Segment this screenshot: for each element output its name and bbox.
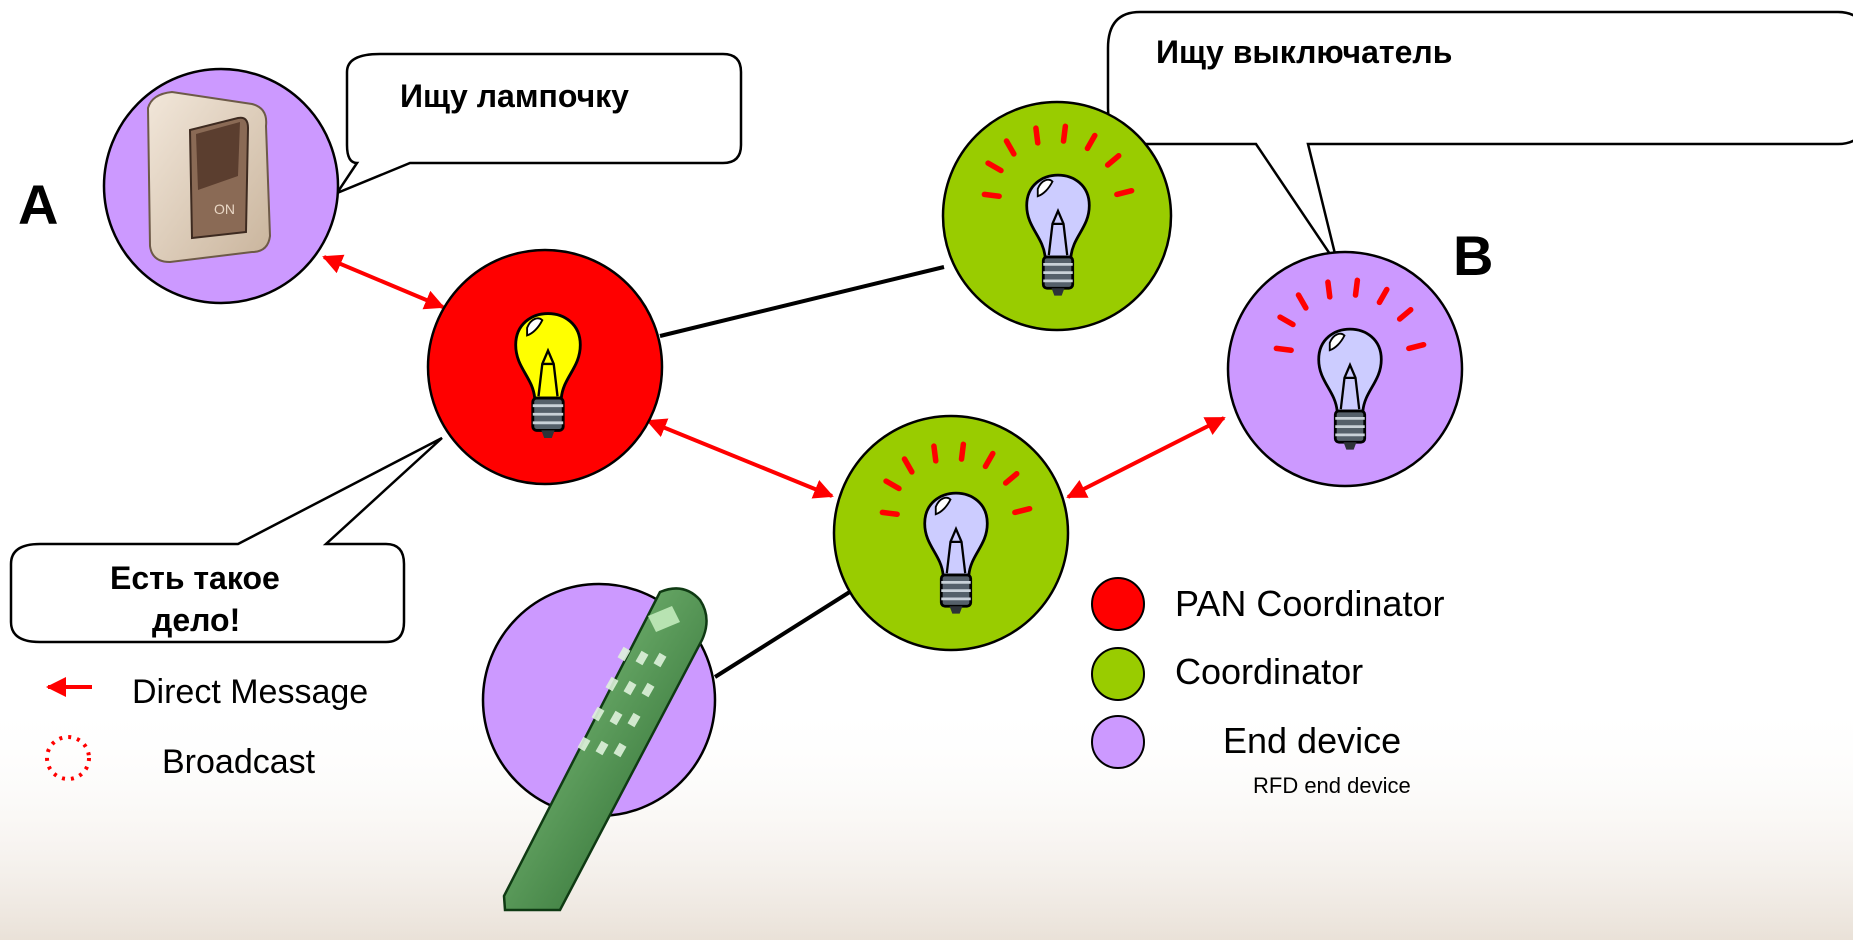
- node-coordinator-top: [941, 100, 1173, 332]
- node-end-device-b: [1226, 250, 1464, 488]
- link-pan-to-coordinator-top: [659, 265, 945, 338]
- legend-label-rfd-end-device: RFD end device: [1253, 773, 1411, 798]
- node-label-b: В: [1453, 224, 1494, 287]
- legend-swatch-pan-coordinator: [1091, 577, 1145, 631]
- direct-message-switch-pan: [322, 254, 445, 310]
- svg-text:ON: ON: [214, 201, 235, 217]
- legend-label-end-device: End device: [1223, 720, 1402, 761]
- speech-bubble-reply: [9, 436, 443, 644]
- direct-message-coordinator-enddevice: [1066, 416, 1226, 499]
- legend-label-broadcast: Broadcast: [162, 743, 316, 781]
- legend-label-pan-coordinator: PAN Coordinator: [1175, 583, 1445, 624]
- background-floor: [0, 700, 1853, 940]
- toggle-switch-icon: ON: [146, 90, 272, 264]
- node-end-device-remote: [481, 582, 717, 912]
- link-coordinator-to-remote: [713, 586, 858, 679]
- legend-label-coordinator: Coordinator: [1175, 651, 1364, 692]
- speech-bubble-looking-for-bulb: [333, 52, 743, 196]
- bubble-text-reply-line2: дело!: [152, 602, 241, 638]
- node-label-a: А: [18, 173, 59, 236]
- legend-label-direct-message: Direct Message: [132, 673, 369, 711]
- node-coordinator-bottom: [832, 414, 1070, 652]
- bubble-text-looking-for-bulb: Ищу лампочку: [400, 78, 629, 114]
- legend-swatch-coordinator: [1091, 647, 1145, 701]
- node-end-device-switch: ON: [102, 67, 340, 305]
- direct-message-pan-coordinator: [646, 418, 834, 499]
- legend-swatch-end-device: [1091, 715, 1145, 769]
- speech-bubble-looking-for-switch: [1106, 10, 1853, 267]
- bubble-text-reply-line1: Есть такое: [110, 560, 280, 596]
- legend-broadcast-icon: [45, 735, 91, 781]
- node-pan-coordinator: [426, 248, 664, 486]
- remote-control-icon: [502, 587, 708, 912]
- bubble-text-looking-for-switch: Ищу выключатель: [1156, 34, 1453, 70]
